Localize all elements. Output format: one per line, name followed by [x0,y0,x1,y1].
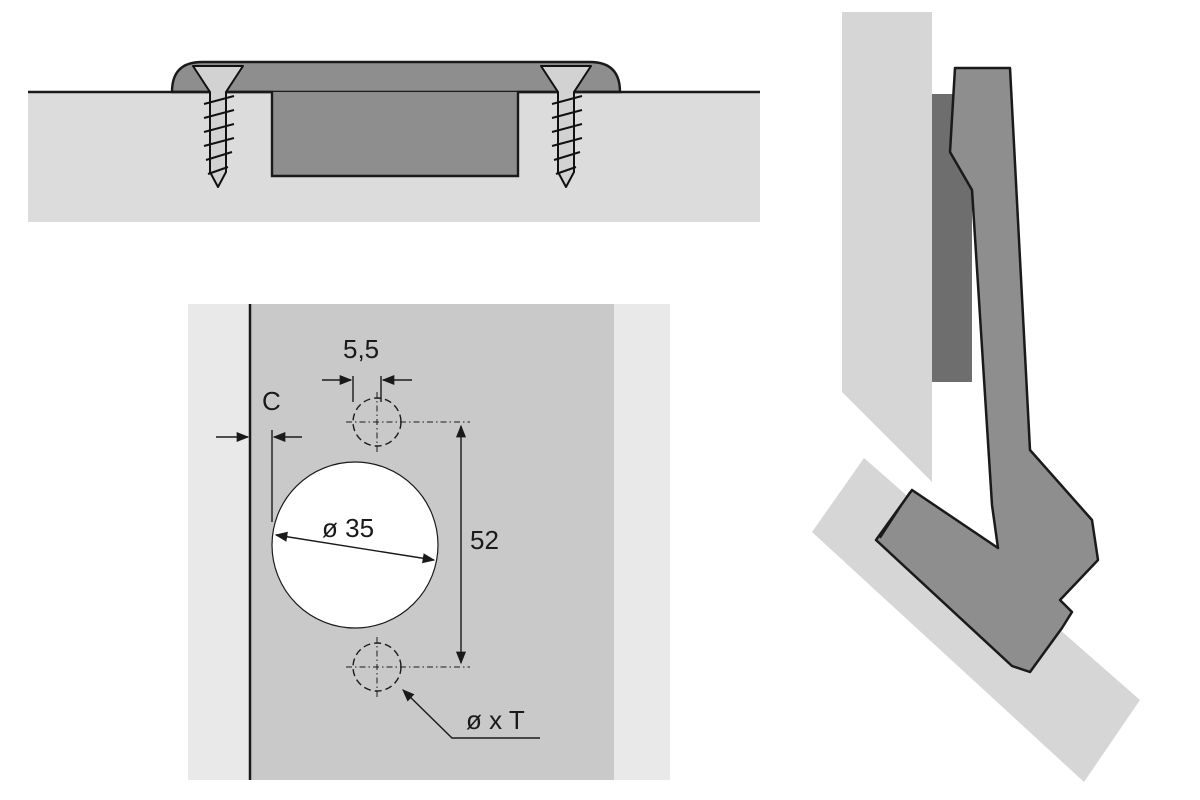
cup-diameter-dimension [274,531,436,564]
screw-hole-centerlines [346,392,470,697]
drilling-pattern-view: ø 35 5,5 C 52 ø x T [188,304,670,780]
edge-distance-label: C [262,386,281,416]
mounting-screw-right [540,65,592,188]
cabinet-side-wall [842,12,932,482]
cup-diameter-label: ø 35 [322,513,374,543]
cup-hole [271,461,439,629]
hinge-cup-section [170,60,622,94]
hole-spacing-label: 5,5 [343,334,379,364]
hinge-cup-outline [879,491,911,539]
screw-hole-leader [402,689,540,739]
hinge-side-view [812,12,1140,782]
cross-section-view [28,60,760,222]
screw-hole-label: ø x T [466,705,525,735]
hinge-arm [874,66,1100,674]
cabinet-side-panel [188,304,250,780]
mounting-screw-left [192,65,244,188]
panel-edge-right [614,304,670,780]
screw-distance-label: 52 [470,525,499,555]
hinge-cup-pocket [272,92,518,176]
